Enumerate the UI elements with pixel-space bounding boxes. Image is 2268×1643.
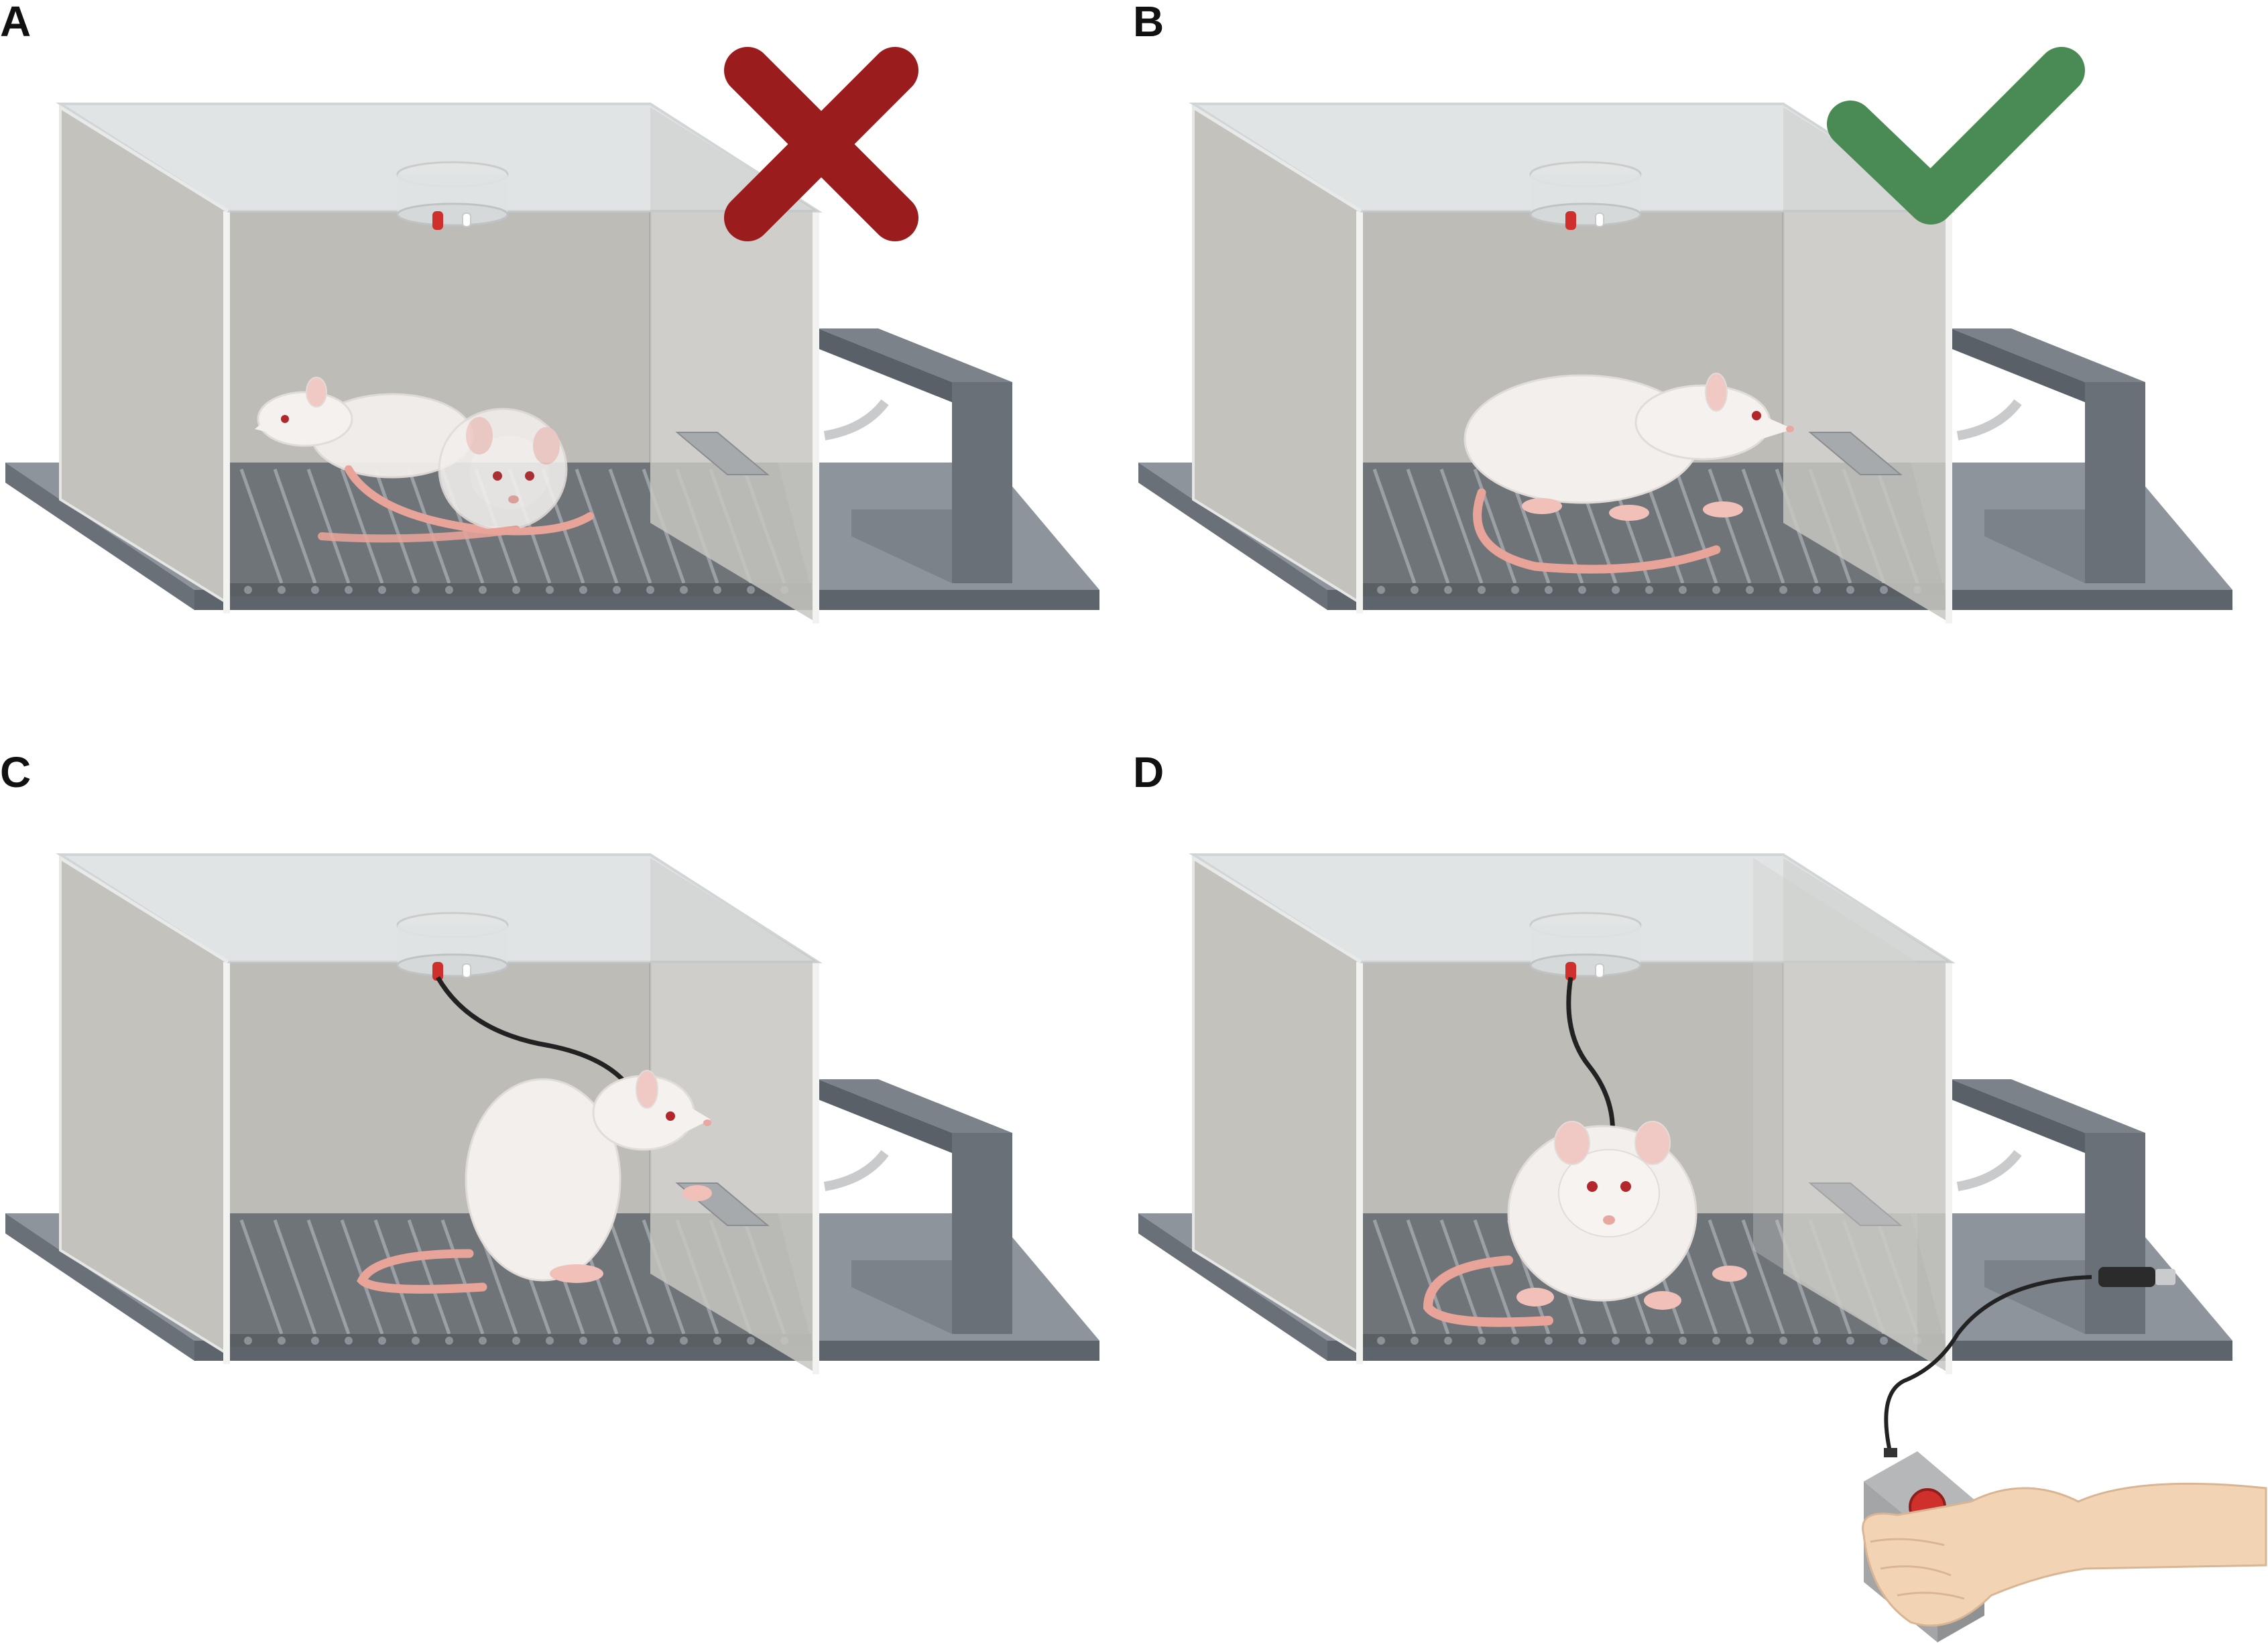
hand-illustration: [1862, 1482, 2267, 1627]
panel-label: D: [1133, 748, 1165, 796]
chamber-diagram-a: [0, 47, 1133, 821]
rat-illustration: [255, 377, 594, 536]
cross-mark-icon: [724, 47, 918, 241]
panel-label: B: [1133, 0, 1165, 46]
rat-illustration: [1464, 373, 1794, 574]
rat-illustration: [1423, 1121, 1747, 1327]
rat-illustration: [318, 408, 568, 543]
check-mark-icon: [1827, 47, 2085, 225]
rat-illustration: [357, 1070, 712, 1294]
chamber-diagram-d: [1133, 751, 2267, 1642]
tether-cable: [435, 976, 640, 1101]
chamber-diagram-c: [0, 751, 1133, 1572]
panel-label: A: [0, 0, 32, 46]
panel-a: A: [0, 0, 1133, 821]
chamber-diagram-b: [1133, 47, 2266, 821]
panel-c: C: [0, 751, 1133, 1572]
panel-d: D: [1133, 748, 2267, 1642]
plug-icon: [2098, 1267, 2155, 1287]
panel-label: C: [0, 748, 32, 796]
panel-b: B: [1133, 0, 2266, 821]
tether-cable: [1566, 977, 1616, 1140]
switch-cable: [1884, 1275, 2092, 1455]
